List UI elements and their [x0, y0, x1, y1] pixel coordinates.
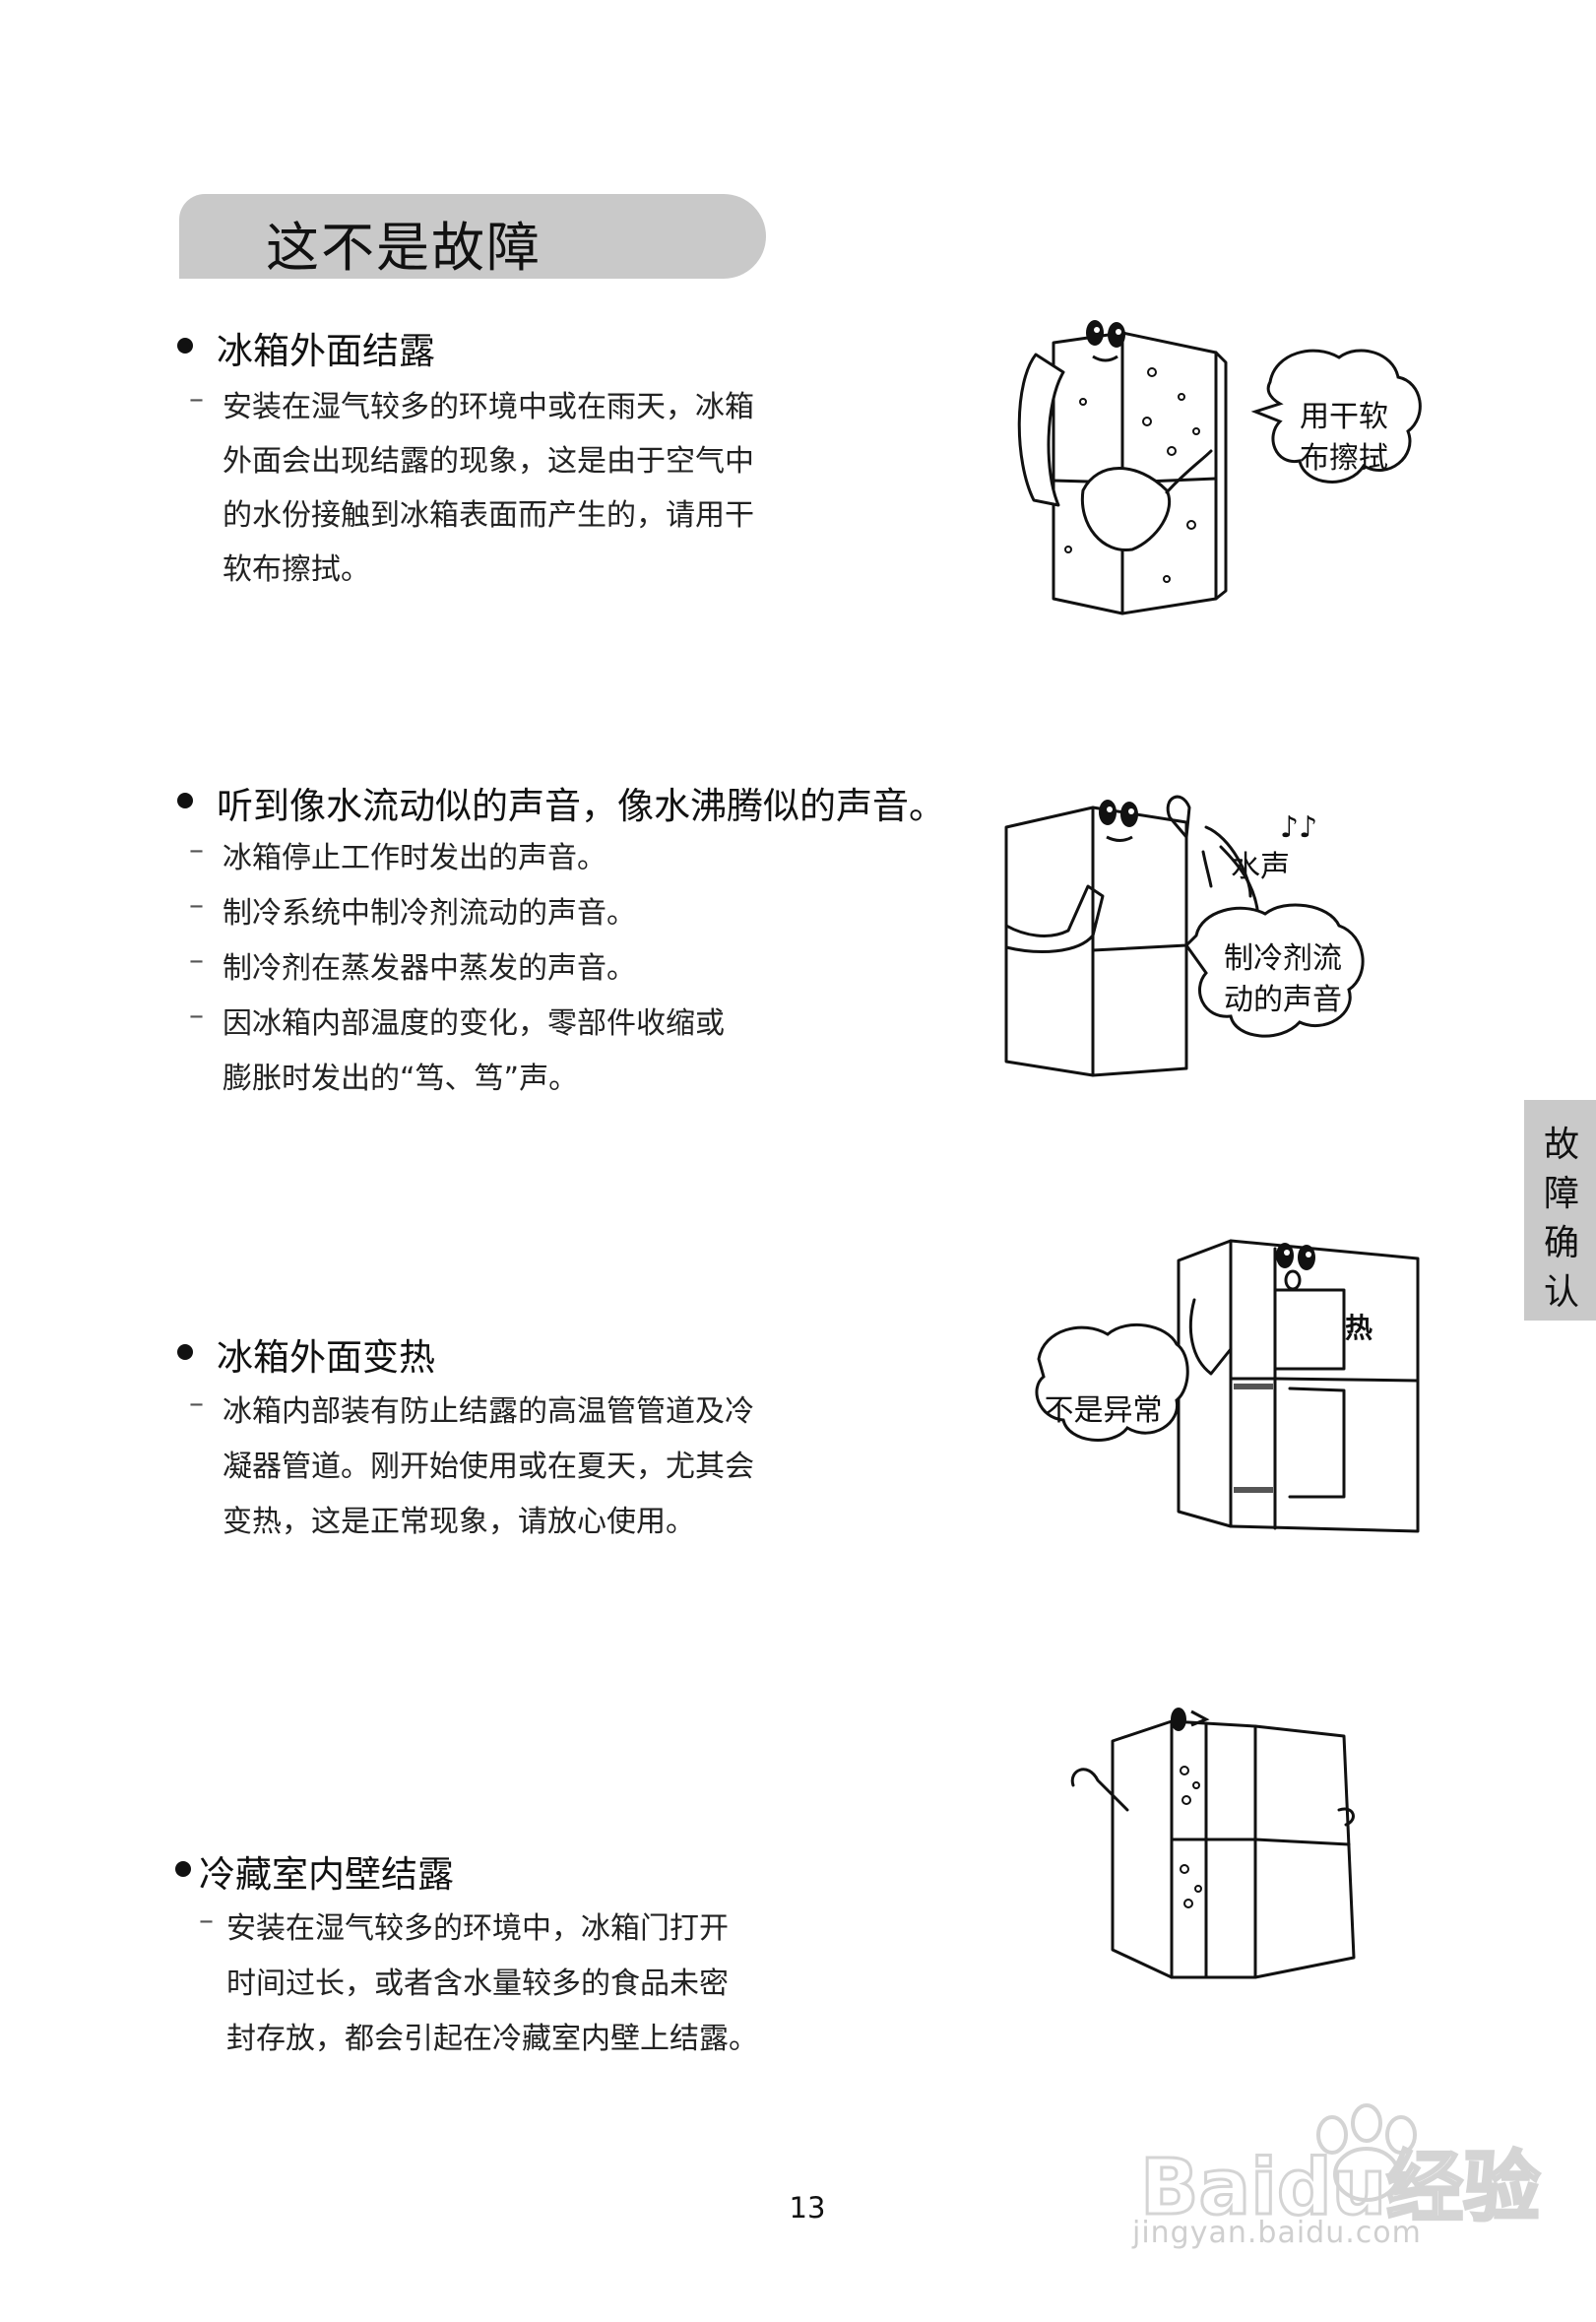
page-number: 13	[789, 2191, 826, 2225]
hot-label: 热	[1344, 1312, 1373, 1344]
fridge-open-illustration	[1070, 1708, 1356, 1979]
section-inner-wall-condensation: 冷藏室内壁结露 –安装在湿气较多的环境中，冰箱门打开 时间过长，或者含水量较多的…	[175, 1844, 758, 2056]
side-tab-char: 认	[1543, 1272, 1579, 1313]
water-sound-label: 水声	[1231, 850, 1290, 884]
section-heading: 听到像水流动似的声音，像水沸腾似的声音。	[175, 776, 945, 829]
side-tab-char: 故	[1543, 1125, 1579, 1165]
fridge-towel-illustration	[1017, 320, 1422, 615]
section-outside-warm: 冰箱外面变热 –冰箱内部装有防止结露的高温管管道及冷 凝器管道。刚开始使用或在夏…	[175, 1327, 754, 1539]
section-heading: 冰箱外面变热	[175, 1327, 435, 1381]
section-water-sounds: 听到像水流动似的声音，像水沸腾似的声音。 –冰箱停止工作时发出的声音。 –制冷系…	[175, 776, 945, 1096]
svg-text:♪♪: ♪♪	[1280, 810, 1317, 845]
watermark-brand: Baidu经验	[1140, 2144, 1540, 2232]
section-heading: 冰箱外面结露	[175, 321, 435, 374]
bubble-label: 制冷剂流动的声音	[1224, 941, 1342, 1017]
side-tab-char: 确	[1543, 1223, 1579, 1263]
bullet-icon	[177, 793, 193, 808]
bubble-label: 不是异常	[1044, 1393, 1163, 1428]
bullet-icon	[175, 1861, 191, 1877]
baidu-watermark-logo: Baidu经验	[1139, 2103, 1542, 2234]
section-condensation-outside: 冰箱外面结露 –安装在湿气较多的环境中或在雨天，冰箱 外面会出现结露的现象，这是…	[175, 321, 754, 587]
side-tab-char: 障	[1543, 1174, 1579, 1214]
bullet-icon	[177, 1344, 193, 1360]
fridge-warm-illustration	[1035, 1239, 1420, 1533]
bubble-label: 用干软布擦拭	[1300, 400, 1388, 476]
side-tab-troubleshooting: 故 障 确 认	[1524, 1100, 1596, 1321]
section-heading: 冷藏室内壁结露	[175, 1844, 454, 1898]
watermark-url: jingyan.baidu.com	[1132, 2216, 1422, 2250]
bullet-icon	[177, 338, 193, 354]
page-title: 这不是故障	[266, 217, 542, 279]
fridge-listening-illustration: ♪♪	[1004, 795, 1365, 1077]
section-title-bar: 这不是故障	[179, 194, 766, 279]
